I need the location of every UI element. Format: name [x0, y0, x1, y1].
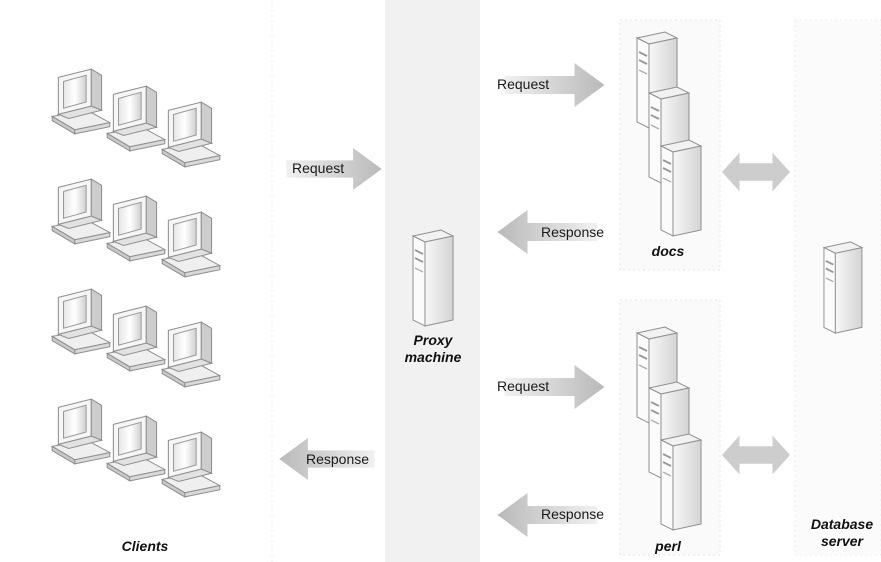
- clients-caption: Clients: [121, 538, 169, 554]
- docs-request-label: Request: [497, 76, 550, 92]
- client-computer-icon: [51, 398, 111, 465]
- perl-request-label: Request: [497, 378, 550, 394]
- docs-database-double-arrow: [722, 152, 790, 192]
- database-caption-line2: server: [820, 533, 864, 549]
- proxy-machine-server-icon: [411, 228, 455, 328]
- proxy-caption-line2: machine: [404, 349, 462, 365]
- client-computer-icon: [161, 101, 221, 168]
- client-computer-icon: [161, 211, 221, 278]
- clients-response-label: Response: [306, 451, 370, 467]
- docs-server-icon: [659, 138, 703, 238]
- client-computer-icon: [51, 288, 111, 355]
- perl-server-icon: [659, 432, 703, 532]
- perl-response-label: Response: [541, 506, 605, 522]
- client-computer-icon: [106, 305, 166, 372]
- proxy-machine-caption: Proxy machine: [390, 332, 476, 366]
- database-server-icon: [822, 240, 864, 335]
- database-server-caption: Database server: [803, 516, 881, 550]
- client-computer-icon: [51, 178, 111, 245]
- client-computer-icon: [161, 321, 221, 388]
- docs-caption: docs: [651, 243, 685, 259]
- database-caption-line1: Database: [810, 516, 874, 532]
- client-computer-icon: [106, 85, 166, 152]
- docs-response-label: Response: [541, 224, 605, 240]
- client-computer-icon: [106, 415, 166, 482]
- clients-request-label: Request: [292, 160, 345, 176]
- clients-group: [51, 68, 221, 498]
- client-computer-icon: [51, 68, 111, 135]
- client-computer-icon: [106, 195, 166, 262]
- perl-caption: perl: [655, 538, 681, 554]
- client-computer-icon: [161, 431, 221, 498]
- perl-database-double-arrow: [722, 435, 790, 475]
- proxy-caption-line1: Proxy: [413, 332, 453, 348]
